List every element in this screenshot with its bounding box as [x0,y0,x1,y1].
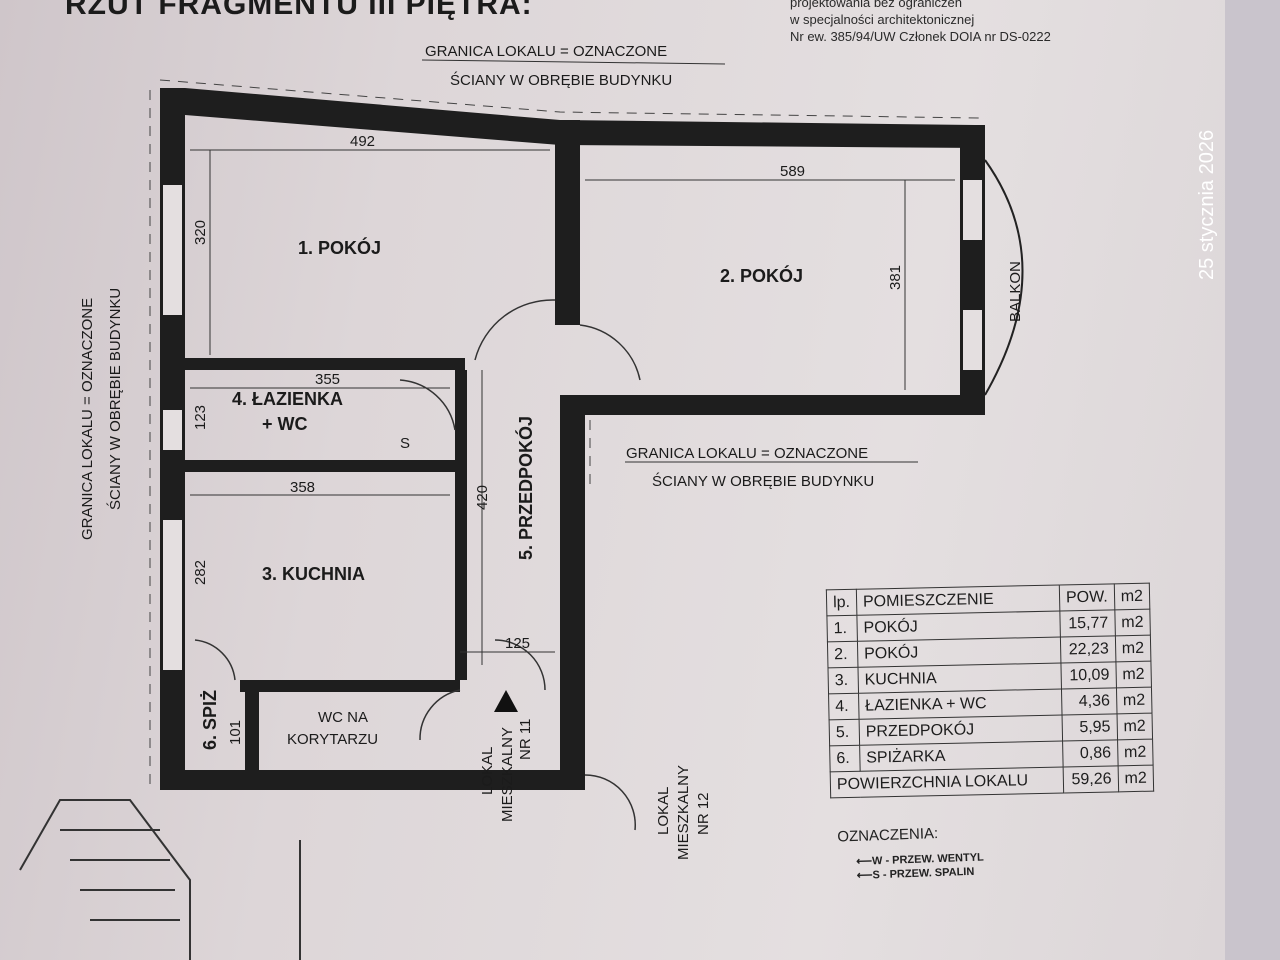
dim-label: 358 [290,479,315,496]
room-label: + WC [262,414,308,434]
neighbor-label: LOKAL [655,787,672,835]
room-area: 22,23 [1060,635,1116,664]
architect-stamp: projektowania bez ograniczeń w specjalno… [790,0,1051,45]
row-number: 1. [826,615,858,642]
row-number: 2. [827,641,858,668]
room-label: 5. PRZEDPOKÓJ [515,416,536,560]
wall-room2-bottom [560,395,985,415]
wall-bottom [160,770,585,790]
row-number: 4. [828,693,859,720]
header-cell: POW. [1059,583,1115,612]
dim-label: 381 [887,265,904,290]
doors [194,299,641,831]
staircase [19,799,301,960]
wall-room1-bath [160,358,465,370]
wall-rooms-divider [555,120,580,325]
dim-label: 101 [227,720,244,745]
other-labels: WC NA KORYTARZU BALKON LOKAL MIESZKALNY … [287,261,1024,860]
boundary-note-middle: GRANICA LOKALU = OZNACZONE ŚCIANY W OBRĘ… [625,445,918,490]
header-cell: m2 [1113,583,1150,610]
boundary-dashes [149,79,981,790]
boundary-note-left: GRANICA LOKALU = OZNACZONE ŚCIANY W OBRĘ… [79,288,124,540]
room-label: 6. SPIŻ [200,690,220,750]
dim-label: 320 [192,220,209,245]
total-unit: m2 [1117,765,1154,792]
room-label: 1. POKÓJ [298,237,381,258]
dim-label: 125 [505,635,530,652]
dim-label: 492 [350,133,375,150]
document-sheet [0,0,1225,960]
area-unit: m2 [1116,687,1152,714]
row-number: 6. [829,745,861,772]
wall-corridor-right [560,395,585,770]
neighbor-label: MIESZKALNY [499,727,516,822]
neighbor-label: NR 12 [695,792,712,835]
wc-label: KORYTARZU [287,731,378,748]
dim-label: 282 [192,560,209,585]
boundary-note-line: GRANICA LOKALU = OZNACZONE [425,43,667,60]
background-strip [1225,0,1280,960]
boundary-note-line: ŚCIANY W OBRĘBIE BUDYNKU [106,288,124,510]
neighbor-label: NR 11 [517,719,534,760]
room-area: 5,95 [1061,713,1118,741]
balcony-outline [984,159,1024,396]
boundary-note-top: GRANICA LOKALU = OZNACZONE ŚCIANY W OBRĘ… [421,43,726,89]
room-area: 4,36 [1061,687,1117,715]
boundary-note-line: ŚCIANY W OBRĘBIE BUDYNKU [652,472,874,490]
header-cell: lp. [826,589,857,616]
room-area: 0,86 [1062,739,1118,767]
dim-label: 420 [474,485,491,510]
legend: OZNACZENIA: ⟵W - PRZEW. WENTYL ⟵S - PRZE… [837,823,984,883]
row-number: 3. [827,667,859,694]
chimney-marker: S [400,435,410,452]
boundary-note-line: GRANICA LOKALU = OZNACZONE [626,445,868,462]
wall-bath-right [455,370,467,680]
wall-wc [245,690,259,775]
row-number: 5. [829,719,860,746]
neighbor-label: LOKAL [479,747,496,795]
dim-label: 589 [780,163,805,180]
wc-label: WC NA [318,709,368,726]
legend-item-label: S - PRZEW. SPALIN [872,865,975,882]
stamp-line: Nr ew. 385/94/UW Członek DOIA nr DS-0222 [790,29,1051,44]
area-unit: m2 [1116,713,1153,740]
area-unit: m2 [1115,661,1152,688]
stamp-line: w specjalności architektonicznej [790,12,975,27]
wall-top [160,88,985,148]
room-label: 4. ŁAZIENKA [232,389,343,409]
total-label: POWIERZCHNIA LOKALU [830,766,1064,798]
room-area: 10,09 [1060,661,1117,690]
area-unit: m2 [1115,635,1151,662]
total-area: 59,26 [1063,765,1119,793]
room-label: 2. POKÓJ [720,265,803,286]
wall-bath-kitchen [185,460,467,472]
room-labels: 1. POKÓJ 2. POKÓJ 3. KUCHNIA 4. ŁAZIENKA… [200,237,803,750]
dim-label: 123 [192,405,209,430]
floor-plan: 492 589 320 381 355 123 358 282 420 125 … [19,43,1024,960]
dim-label: 355 [315,371,340,388]
boundary-note-line: GRANICA LOKALU = OZNACZONE [79,298,96,540]
room-label: 3. KUCHNIA [262,564,365,584]
wall-right [960,125,985,415]
boundary-note-line: ŚCIANY W OBRĘBIE BUDYNKU [450,71,672,89]
dimension-labels: 492 589 320 381 355 123 358 282 420 125 … [192,133,904,745]
dimension-lines [190,149,955,665]
wall-kitchen-bottom [240,680,460,692]
stamp-line: projektowania bez ograniczeń [790,0,962,10]
page-title: RZUT FRAGMENTU III PIĘTRA: [65,0,533,21]
entrance-arrow-icon [494,690,518,712]
area-unit: m2 [1117,739,1154,766]
area-unit: m2 [1114,609,1151,636]
room-area: 15,77 [1059,609,1116,638]
balcony-label: BALKON [1007,261,1024,322]
neighbor-label: MIESZKALNY [675,765,692,860]
windows [163,180,982,670]
